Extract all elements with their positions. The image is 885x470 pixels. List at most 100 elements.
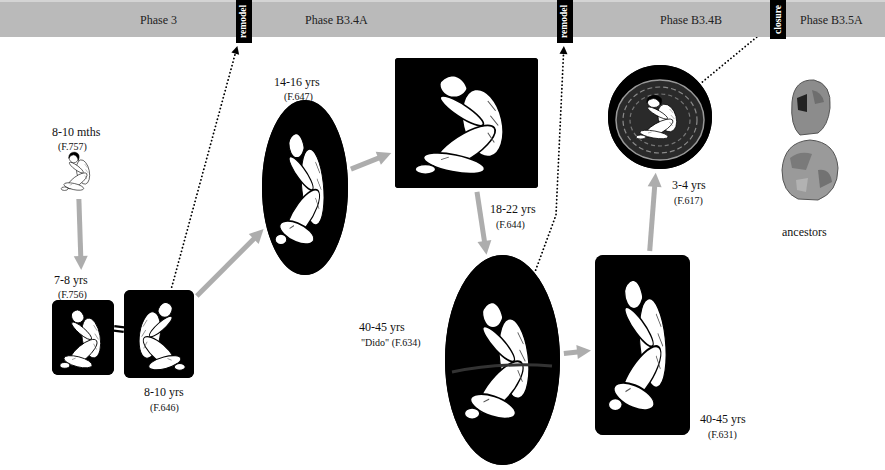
arrow-head <box>249 229 264 244</box>
text-slot: 8-10 yrs <box>144 382 184 400</box>
age-label: 3-4 yrs <box>672 179 706 193</box>
sequence-arrow <box>74 199 88 270</box>
burial-frame: 8-10 yrs(F.646) <box>124 290 194 378</box>
phase-label: Phase B3.4B <box>660 14 722 28</box>
phase-band: remodel remodel closure Phase 3 Phase B3.4A P… <box>0 0 885 37</box>
arrow-head <box>559 46 567 54</box>
adult-burial <box>395 58 538 188</box>
phase-label: Phase B3.4A <box>305 14 368 28</box>
feature-number: (F.757) <box>58 141 87 153</box>
ellipse-outline <box>263 101 348 275</box>
age-label: 8-10 yrs <box>144 386 184 400</box>
burial-frame: 3-4 yrs(F.617) <box>608 65 712 169</box>
burial-frame: 7-8 yrs(F.756) <box>52 300 114 375</box>
frame-outline <box>396 59 538 188</box>
sequence-arrow <box>351 152 391 169</box>
ancestors-label: ancestors <box>782 226 827 240</box>
age-label: 40-45 yrs <box>359 321 405 335</box>
event-label: closure <box>773 5 784 34</box>
arrow-shaft <box>172 52 236 287</box>
ellipse-outline <box>609 66 712 169</box>
burial-outline <box>445 255 560 465</box>
arrow-shaft <box>477 192 485 244</box>
text-slot: (F.617) <box>674 190 703 208</box>
ellipse-outline <box>446 256 560 465</box>
remodel-marker: remodel <box>557 0 573 43</box>
text-slot: 40-45 yrs <box>359 317 405 335</box>
frame-outline <box>125 291 194 378</box>
child-burial <box>52 300 114 375</box>
text-slot: (F.631) <box>708 424 737 442</box>
equals-link <box>114 328 124 329</box>
burial-frame: 18-22 yrs(F.644) <box>395 58 538 188</box>
burial-outline <box>52 300 114 375</box>
age-label: 7-8 yrs <box>54 274 88 288</box>
text-slot: remodel <box>557 0 573 43</box>
closure-marker: closure <box>770 0 786 39</box>
text-slot: 40-45 yrs <box>700 409 746 427</box>
phase-label: Phase B3.5A <box>800 14 863 28</box>
arrow-head <box>74 256 88 270</box>
burial-outline <box>124 290 194 378</box>
infant-burial <box>53 150 103 195</box>
arrow-shaft <box>702 32 762 82</box>
adult-burial <box>445 255 560 465</box>
arrow-head <box>231 46 239 55</box>
text-slot: 14-16 yrs <box>274 72 320 90</box>
ancestor-skulls <box>782 80 838 200</box>
event-label: remodel <box>239 5 250 38</box>
feature-number: (F.631) <box>708 429 737 441</box>
burial-outline <box>53 150 103 195</box>
frame-outline <box>53 301 114 375</box>
feature-number: (F.646) <box>150 402 179 414</box>
sequence-arrow <box>477 192 491 255</box>
event-label: remodel <box>560 5 571 38</box>
age-label: 40-45 yrs <box>700 413 746 427</box>
age-label: 18-22 yrs <box>490 203 536 217</box>
sequence-arrow <box>648 173 662 251</box>
dotted-arrow <box>172 46 239 287</box>
burial-outline <box>262 100 348 275</box>
arrow-shaft <box>650 184 655 251</box>
arrow-shaft <box>79 199 81 259</box>
youth-burial <box>262 100 348 275</box>
arrow-shaft <box>197 237 256 296</box>
equals-gap <box>114 328 124 329</box>
text-slot: remodel <box>236 0 252 43</box>
remodel-marker: remodel <box>236 0 252 43</box>
basket-burial <box>608 65 712 169</box>
text-slot: 7-8 yrs <box>54 270 88 288</box>
text-slot: (F.644) <box>496 214 525 232</box>
equals-bar <box>114 328 124 329</box>
text-slot: Phase B3.5A <box>800 10 863 28</box>
arrow-shaft <box>351 157 381 169</box>
feature-number: "Dido" (F.634) <box>361 337 421 349</box>
burial-outline <box>595 255 690 435</box>
burial-outline <box>608 65 712 169</box>
text-slot: (F.646) <box>150 397 179 415</box>
frame-outline <box>596 256 690 435</box>
dotted-arrow <box>536 46 568 270</box>
phase-label: Phase 3 <box>140 14 177 28</box>
text-slot: 18-22 yrs <box>490 199 536 217</box>
burial-outline <box>395 58 538 188</box>
burial-frame: 8-10 mths(F.757) <box>53 150 103 195</box>
feature-number: (F.644) <box>496 219 525 231</box>
arrow-shaft <box>536 52 564 270</box>
arrow-head <box>478 240 492 255</box>
text-slot: Phase B3.4A <box>305 10 368 28</box>
feature-number: (F.756) <box>58 289 87 301</box>
burial-frame: 14-16 yrs(F.647) <box>262 100 348 275</box>
text-slot: closure <box>770 0 786 39</box>
burial-frame: 40-45 yrs(F.631) <box>595 255 690 435</box>
text-slot: Phase B3.4B <box>660 10 722 28</box>
sequence-arrow <box>197 229 264 296</box>
text-slot: "Dido" (F.634) <box>361 332 421 350</box>
sequence-arrow <box>564 345 591 359</box>
age-label: 8-10 mths <box>52 126 100 140</box>
feature-number: (F.647) <box>284 91 313 103</box>
adult-burial <box>595 255 690 435</box>
burial-frame: 40-45 yrs"Dido" (F.634) <box>445 255 560 465</box>
